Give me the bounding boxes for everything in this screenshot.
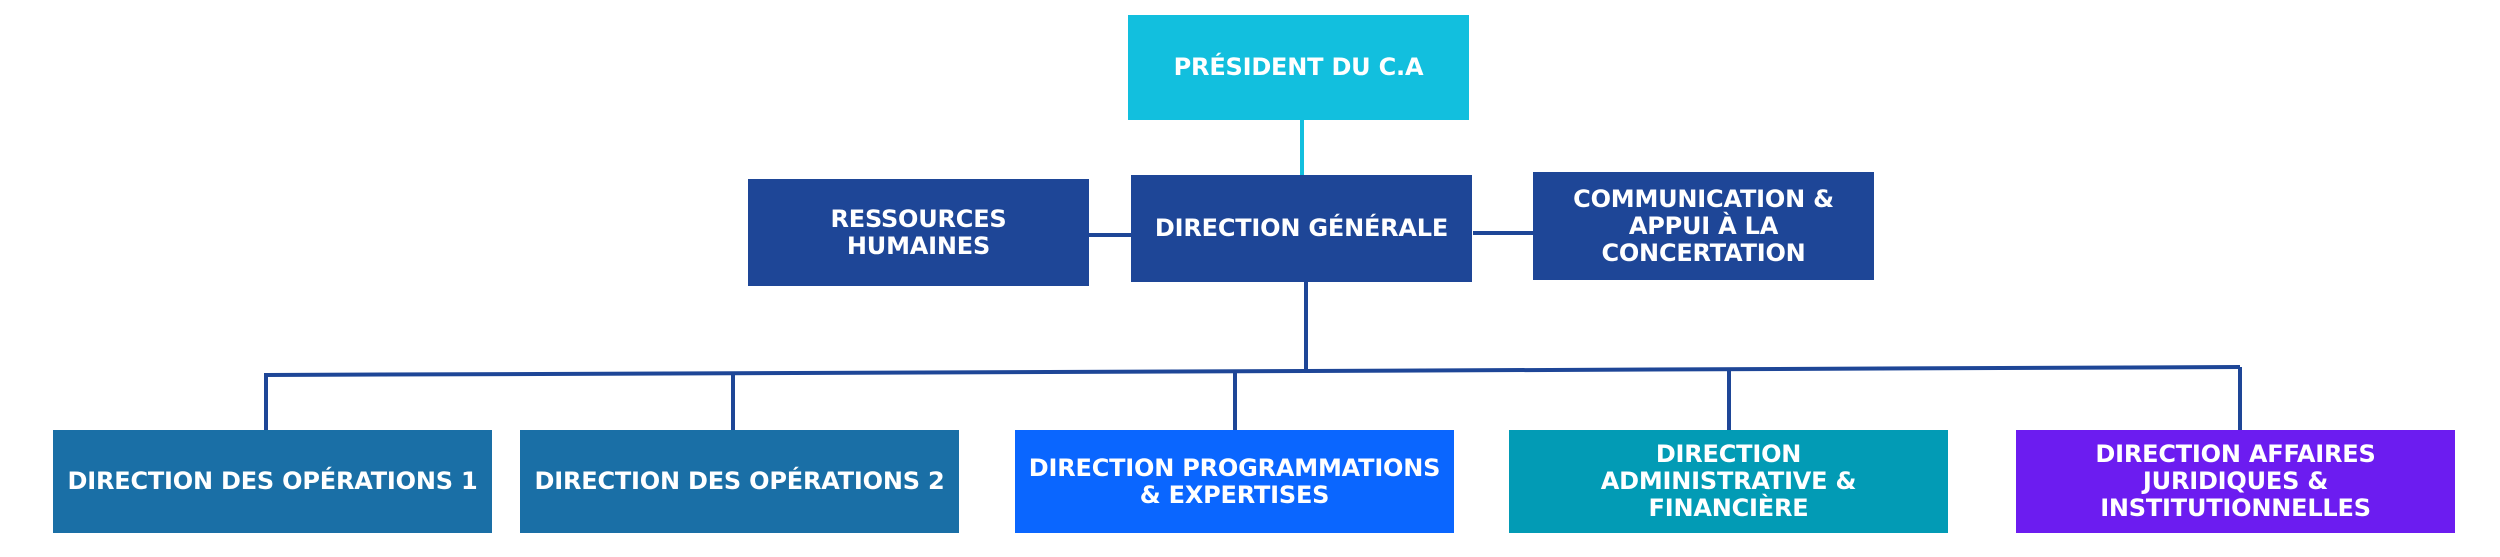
division-label: DIRECTION DES OPÉRATIONS 2: [534, 467, 945, 495]
communication-box: COMMUNICATION & APPUI À LA CONCERTATION: [1533, 172, 1874, 280]
division-label: DIRECTION AFFAIRES JURIDIQUES & INSTITUT…: [2095, 440, 2376, 522]
division-box: DIRECTION PROGRAMMATIONS & EXPERTISES: [1015, 430, 1454, 533]
direction-generale-box: DIRECTION GÉNÉRALE: [1131, 175, 1472, 282]
ressources-humaines-box: RESSOURCES HUMAINES: [748, 179, 1089, 286]
connector-horizontal-bus: [265, 365, 2241, 377]
direction-generale-label: DIRECTION GÉNÉRALE: [1154, 214, 1449, 242]
division-box: DIRECTION DES OPÉRATIONS 2: [520, 430, 959, 533]
division-box: DIRECTION ADMINISTRATIVE & FINANCIÈRE: [1509, 430, 1948, 533]
president-box: PRÉSIDENT DU C.A: [1128, 15, 1469, 120]
division-label: DIRECTION PROGRAMMATIONS & EXPERTISES: [1028, 453, 1441, 509]
division-box: DIRECTION DES OPÉRATIONS 1: [53, 430, 492, 533]
division-label: DIRECTION ADMINISTRATIVE & FINANCIÈRE: [1600, 440, 1857, 522]
communication-label: COMMUNICATION & APPUI À LA CONCERTATION: [1573, 184, 1834, 267]
division-box: DIRECTION AFFAIRES JURIDIQUES & INSTITUT…: [2016, 430, 2455, 533]
division-label: DIRECTION DES OPÉRATIONS 1: [67, 467, 478, 495]
president-label: PRÉSIDENT DU C.A: [1173, 53, 1424, 81]
ressources-humaines-label: RESSOURCES HUMAINES: [830, 204, 1007, 260]
